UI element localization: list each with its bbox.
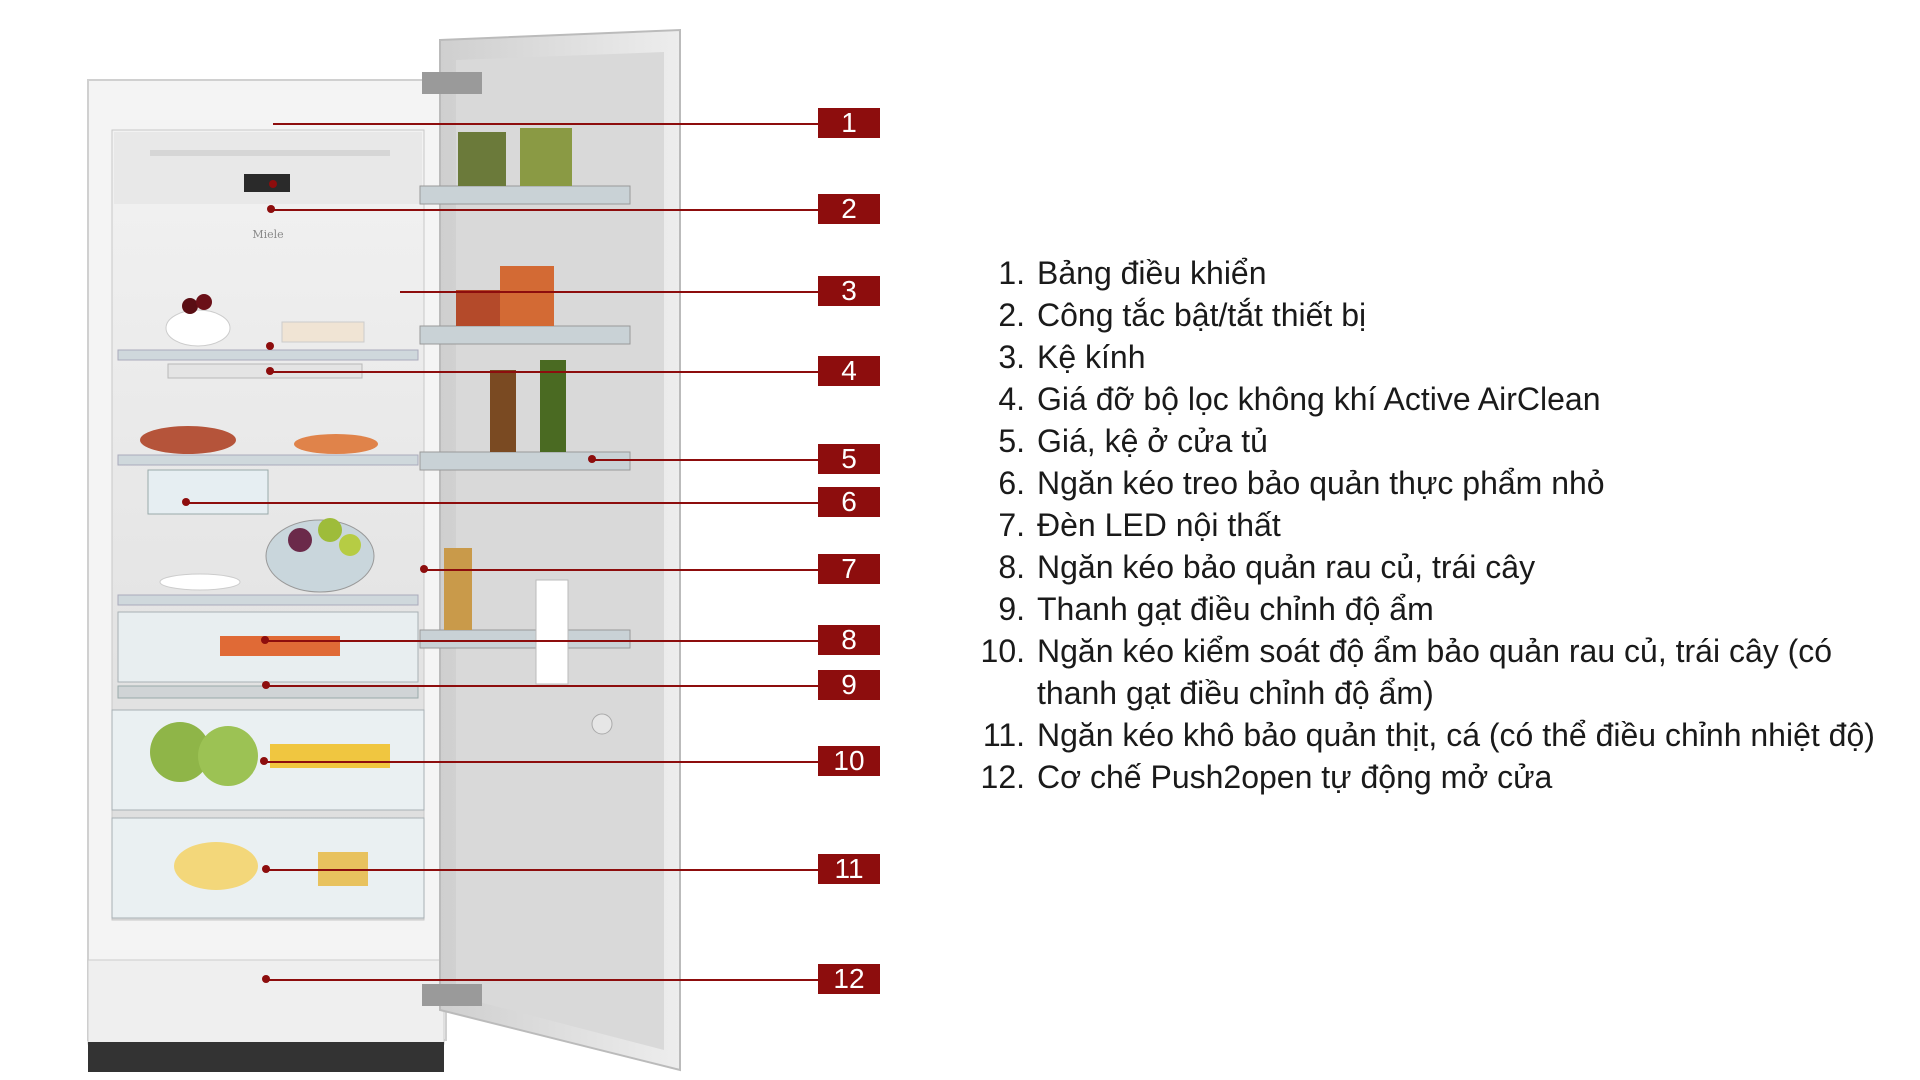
callout-7: 7 bbox=[818, 554, 880, 584]
callout-dot bbox=[262, 681, 270, 689]
legend-number: 5. bbox=[998, 423, 1025, 459]
callout-1: 1 bbox=[818, 108, 880, 138]
glass-shelf bbox=[117, 349, 419, 361]
legend-number: 12. bbox=[980, 759, 1025, 795]
callout-9: 9 bbox=[818, 670, 880, 700]
cherry-bowl bbox=[165, 309, 231, 347]
fish-plate bbox=[294, 434, 378, 454]
legend-item: 11. Ngăn kéo khô bảo quản thịt, cá (có th… bbox=[955, 714, 1895, 756]
legend-item: 7. Đèn LED nội thất bbox=[955, 504, 1895, 546]
small-drawer bbox=[147, 469, 269, 515]
legend-item: 2. Công tắc bật/tắt thiết bị bbox=[955, 294, 1895, 336]
callout-dot bbox=[266, 342, 274, 350]
legend-number: 9. bbox=[998, 591, 1025, 627]
callout-10: 10 bbox=[818, 746, 880, 776]
callout-3: 3 bbox=[818, 276, 880, 306]
callout-line bbox=[266, 979, 820, 981]
legend-number: 7. bbox=[998, 507, 1025, 543]
legend-list: 1. Bảng điều khiển 2. Công tắc bật/tắt thi… bbox=[955, 252, 1895, 798]
hinge-top bbox=[422, 72, 482, 94]
callout-dot bbox=[262, 865, 270, 873]
legend-item: 8. Ngăn kéo bảo quản rau củ, trái cây bbox=[955, 546, 1895, 588]
door-shelf bbox=[419, 185, 631, 205]
callout-line bbox=[266, 869, 820, 871]
callout-dot bbox=[420, 565, 428, 573]
legend-text: Giá đỡ bộ lọc không khí Active AirClean bbox=[1037, 381, 1601, 417]
legend-item: 10. Ngăn kéo kiểm soát độ ẩm bảo quản rau… bbox=[955, 630, 1895, 714]
door-shelf bbox=[419, 325, 631, 345]
callout-dot bbox=[269, 180, 277, 188]
callout-4: 4 bbox=[818, 356, 880, 386]
legend-item: 4. Giá đỡ bộ lọc không khí Active AirClea… bbox=[955, 378, 1895, 420]
brand-label: Miele bbox=[252, 228, 283, 241]
legend-number: 10. bbox=[980, 633, 1025, 669]
legend-number: 8. bbox=[998, 549, 1025, 585]
legend-text: Kệ kính bbox=[1037, 339, 1146, 375]
control-panel bbox=[114, 132, 422, 204]
legend-item: 3. Kệ kính bbox=[955, 336, 1895, 378]
ham-plate bbox=[140, 426, 236, 454]
callout-dot bbox=[588, 455, 596, 463]
callout-8: 8 bbox=[818, 625, 880, 655]
legend-text: Bảng điều khiển bbox=[1037, 255, 1267, 291]
cake-plate bbox=[281, 321, 365, 343]
legend-text: Ngăn kéo bảo quản rau củ, trái cây bbox=[1037, 549, 1536, 585]
legend-number: 3. bbox=[998, 339, 1025, 375]
callout-dot bbox=[261, 636, 269, 644]
legend-number: 4. bbox=[998, 381, 1025, 417]
door-shelf bbox=[419, 451, 631, 471]
legend-text: Cơ chế Push2open tự động mở cửa bbox=[1037, 759, 1553, 795]
callout-6: 6 bbox=[818, 487, 880, 517]
legend-item: 5. Giá, kệ ở cửa tủ bbox=[955, 420, 1895, 462]
base-vent bbox=[87, 959, 445, 1045]
fridge-illustration: Miele bbox=[87, 28, 681, 1072]
callout-line bbox=[270, 371, 820, 373]
legend-text: Ngăn kéo khô bảo quản thịt, cá (có thể đ… bbox=[1037, 717, 1875, 753]
callout-line bbox=[592, 459, 820, 461]
legend-item: 1. Bảng điều khiển bbox=[955, 252, 1895, 294]
callout-5: 5 bbox=[818, 444, 880, 474]
callout-11: 11 bbox=[818, 854, 880, 884]
callout-line bbox=[266, 685, 820, 687]
control-display bbox=[244, 174, 290, 192]
callout-dot bbox=[267, 205, 275, 213]
legend-text: Ngăn kéo kiểm soát độ ẩm bảo quản rau củ… bbox=[1037, 633, 1833, 711]
legend-item: 9. Thanh gạt điều chỉnh độ ẩm bbox=[955, 588, 1895, 630]
legend-item: 12. Cơ chế Push2open tự động mở cửa bbox=[955, 756, 1895, 798]
legend-number: 2. bbox=[998, 297, 1025, 333]
legend-text: Ngăn kéo treo bảo quản thực phẩm nhỏ bbox=[1037, 465, 1605, 501]
callout-line bbox=[424, 569, 820, 571]
legend-text: Thanh gạt điều chỉnh độ ẩm bbox=[1037, 591, 1434, 627]
glass-shelf bbox=[117, 594, 419, 606]
legend-number: 1. bbox=[998, 255, 1025, 291]
callout-dot bbox=[262, 975, 270, 983]
callout-dot bbox=[266, 367, 274, 375]
callout-12: 12 bbox=[818, 964, 880, 994]
legend-text: Giá, kệ ở cửa tủ bbox=[1037, 423, 1268, 459]
push2open-icon bbox=[591, 713, 613, 735]
callout-line bbox=[265, 640, 820, 642]
callout-dot bbox=[260, 757, 268, 765]
callout-dot bbox=[182, 498, 190, 506]
legend-item: 6. Ngăn kéo treo bảo quản thực phẩm nhỏ bbox=[955, 462, 1895, 504]
callout-line bbox=[271, 209, 820, 211]
legend-number: 6. bbox=[998, 465, 1025, 501]
legend-number: 11. bbox=[982, 717, 1025, 753]
callout-line bbox=[264, 761, 820, 763]
legend-text: Đèn LED nội thất bbox=[1037, 507, 1281, 543]
legend-text: Công tắc bật/tắt thiết bị bbox=[1037, 297, 1367, 333]
hinge-bottom bbox=[422, 984, 482, 1006]
callout-line bbox=[400, 291, 820, 293]
door-shelf bbox=[419, 629, 631, 649]
callout-line bbox=[273, 123, 820, 125]
salad-plate bbox=[159, 573, 241, 591]
callout-2: 2 bbox=[818, 194, 880, 224]
glass-shelf bbox=[117, 454, 419, 466]
callout-line bbox=[186, 502, 820, 504]
